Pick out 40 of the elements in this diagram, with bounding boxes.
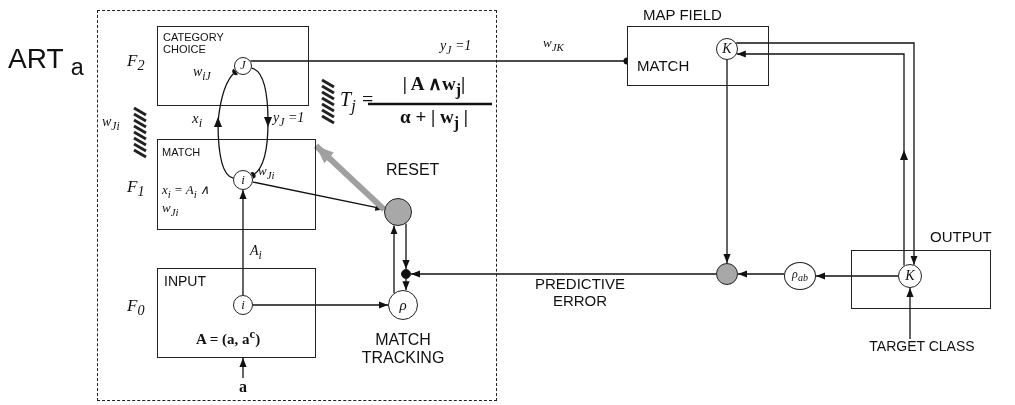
- node-circle: [233, 170, 253, 190]
- node-circle: [388, 290, 418, 320]
- input-label: a: [236, 378, 250, 398]
- layer-heading: MATCH: [637, 58, 690, 75]
- module-title: ART $_{a}$: [8, 44, 84, 81]
- weight-label: w$_{JK}$: [543, 36, 564, 54]
- node-symbol: ρ: [399, 296, 407, 314]
- vigilance-node-ellipse: [784, 262, 816, 290]
- box-heading: MAP FIELD: [643, 7, 722, 24]
- error-node-circle: [716, 263, 738, 285]
- weight-label: w$_{iJ}$: [193, 64, 211, 84]
- node-circle: [233, 295, 253, 315]
- weight-label: w$_{Ji}$: [258, 164, 275, 182]
- equation-text: x$_{i}$ = A$_{i}$ ∧ w$_{Ji}$: [162, 183, 212, 218]
- node-symbol: ρ$_{ab}$: [792, 268, 808, 284]
- equation-text: A = (a, a$^{c}$): [196, 328, 261, 348]
- node-circle: [716, 38, 738, 60]
- reset-node-circle: [384, 198, 412, 226]
- node-symbol: J: [240, 59, 246, 73]
- node-caption: F$_{0}$: [127, 297, 145, 319]
- box-heading: OUTPUT: [930, 229, 992, 246]
- node-circle: [234, 57, 252, 75]
- formula-text: | A ∧w$_{j}$|: [401, 74, 467, 99]
- node-symbol: i: [241, 297, 245, 313]
- node-symbol: K: [905, 268, 915, 284]
- input-label: TARGET CLASS: [846, 339, 998, 359]
- layer-heading: MATCH: [162, 146, 201, 159]
- layer-heading: INPUT: [164, 274, 206, 290]
- node-symbol: i: [241, 172, 245, 188]
- node-circle: [898, 264, 922, 288]
- formula-text: T$_{j}$ =: [340, 88, 375, 116]
- node-symbol: K: [722, 41, 732, 57]
- node-caption: F$_{2}$: [127, 52, 145, 74]
- weight-label: w$_{Ji}$: [102, 114, 120, 134]
- junction-dot: [401, 269, 411, 279]
- node-caption: F$_{1}$: [127, 178, 145, 200]
- formula-text: α + | w$_{j}$ |: [399, 107, 469, 132]
- node-caption: RESET: [386, 161, 440, 179]
- layer-heading: CATEGORY CHOICE: [163, 31, 225, 56]
- node-caption: MATCH TRACKING: [360, 331, 446, 367]
